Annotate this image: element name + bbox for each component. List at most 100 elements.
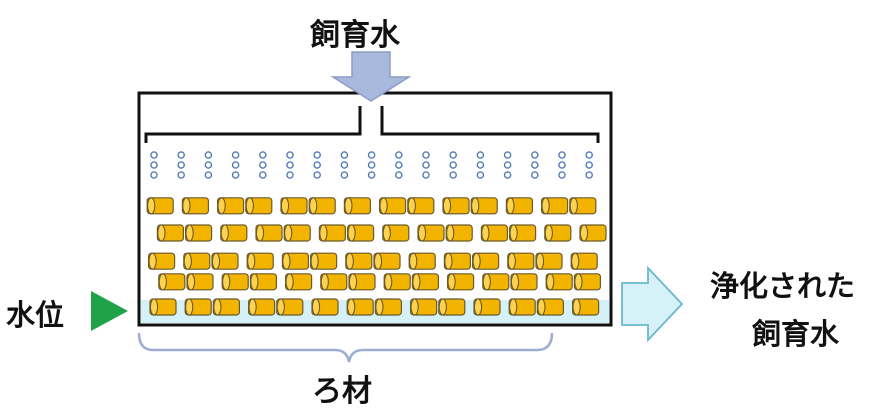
- droplet-icon: [286, 161, 294, 169]
- filter-media-pellet-icon: [507, 252, 535, 270]
- droplet-icon: [204, 151, 213, 159]
- filter-media-group: [146, 197, 607, 316]
- filter-media-pellet-icon: [343, 197, 371, 215]
- filter-media-pellet-icon: [407, 197, 435, 215]
- filter-media-pellet-icon: [186, 273, 214, 291]
- droplet-icon: [204, 171, 213, 179]
- droplet-icon: [150, 161, 158, 169]
- filter-media-pellet-icon: [482, 273, 510, 291]
- droplet-icon: [231, 151, 240, 159]
- droplet-icon: [258, 171, 267, 179]
- droplet-icon: [449, 151, 458, 159]
- filter-media-pellet-icon: [184, 298, 212, 316]
- filter-media-pellet-icon: [185, 224, 213, 242]
- filter-media-pellet-icon: [447, 273, 475, 291]
- droplet-icon: [531, 171, 539, 179]
- droplet-icon: [422, 161, 430, 169]
- droplet-icon: [340, 151, 349, 159]
- filter-media-pellet-icon: [508, 298, 536, 316]
- filter-media-pellet-icon: [255, 224, 283, 242]
- droplet-group: [150, 151, 594, 179]
- droplet-icon: [150, 171, 158, 179]
- droplet-icon: [313, 171, 322, 179]
- filter-media-pellet-icon: [480, 224, 508, 242]
- droplet-icon: [476, 171, 485, 179]
- filter-media-pellet-icon: [442, 197, 470, 215]
- inflow-arrow-icon: [330, 51, 412, 102]
- filter-media-pellet-icon: [320, 273, 348, 291]
- droplet-icon: [231, 171, 240, 179]
- distribution-pipe: [144, 106, 600, 143]
- filter-media-pellet-icon: [535, 252, 563, 270]
- filter-media-pellet-icon: [220, 224, 248, 242]
- droplet-icon: [150, 151, 158, 159]
- filter-media-pellet-icon: [249, 273, 277, 291]
- droplet-icon: [258, 151, 267, 159]
- droplet-icon: [503, 151, 512, 159]
- droplet-icon: [558, 161, 566, 169]
- droplet-icon: [313, 161, 322, 169]
- filter-media-label: ろ材: [312, 374, 372, 409]
- filter-media-pellet-icon: [246, 252, 274, 270]
- droplet-icon: [422, 171, 430, 179]
- filter-media-pellet-icon: [217, 197, 245, 215]
- droplet-icon: [422, 151, 430, 159]
- droplet-icon: [367, 161, 376, 169]
- filter-media-pellet-icon: [411, 273, 439, 291]
- droplet-icon: [340, 161, 349, 169]
- filter-media-pellet-icon: [445, 224, 473, 242]
- filter-media-pellet-icon: [308, 197, 336, 215]
- filter-media-pellet-icon: [382, 224, 410, 242]
- filter-media-pellet-icon: [438, 298, 466, 316]
- filter-media-bracket: [137, 332, 554, 363]
- outflow-arrow-icon: [621, 265, 684, 343]
- filter-media-pellet-icon: [470, 197, 498, 215]
- droplet-icon: [286, 171, 294, 179]
- filter-media-pellet-icon: [311, 298, 339, 316]
- droplet-icon: [531, 161, 539, 169]
- filter-media-pellet-icon: [245, 197, 273, 215]
- droplet-icon: [585, 151, 594, 159]
- filter-media-pellet-icon: [347, 224, 375, 242]
- droplet-icon: [367, 171, 376, 179]
- droplet-icon: [585, 161, 594, 169]
- filter-media-pellet-icon: [146, 197, 174, 215]
- filter-media-pellet-icon: [211, 252, 239, 270]
- filter-media-pellet-icon: [348, 273, 376, 291]
- droplet-icon: [558, 151, 566, 159]
- filter-media-pellet-icon: [573, 273, 602, 291]
- droplet-icon: [286, 151, 294, 159]
- filter-media-pellet-icon: [183, 252, 211, 270]
- droplet-icon: [476, 151, 485, 159]
- filter-media-pellet-icon: [379, 197, 407, 215]
- droplet-icon: [394, 161, 403, 169]
- filter-media-pellet-icon: [283, 224, 311, 242]
- droplet-icon: [177, 171, 185, 179]
- filter-media-pellet-icon: [473, 298, 501, 316]
- droplet-icon: [394, 151, 403, 159]
- droplet-icon: [394, 171, 403, 179]
- filter-media-pellet-icon: [571, 298, 600, 316]
- filter-media-pellet-icon: [346, 298, 374, 316]
- filter-media-pellet-icon: [310, 252, 338, 270]
- filter-media-pellet-icon: [285, 273, 313, 291]
- droplet-icon: [558, 171, 566, 179]
- filter-media-pellet-icon: [579, 224, 607, 242]
- droplet-icon: [503, 171, 512, 179]
- outflow-label-line1: 浄化された: [710, 269, 856, 303]
- filter-media-pellet-icon: [545, 273, 573, 291]
- filter-media-pellet-icon: [181, 197, 209, 215]
- filter-media-pellet-icon: [158, 273, 186, 291]
- filter-media-pellet-icon: [505, 197, 533, 215]
- filter-media-pellet-icon: [221, 273, 249, 291]
- filter-media-pellet-icon: [276, 298, 304, 316]
- droplet-icon: [449, 171, 458, 179]
- filter-media-pellet-icon: [570, 252, 598, 270]
- filter-media-pellet-icon: [569, 197, 597, 215]
- outflow-label-line2: 飼育水: [752, 317, 840, 351]
- droplet-icon: [503, 161, 512, 169]
- droplet-icon: [258, 161, 267, 169]
- filter-media-pellet-icon: [212, 298, 240, 316]
- droplet-icon: [340, 171, 349, 179]
- filter-media-pellet-icon: [540, 197, 569, 215]
